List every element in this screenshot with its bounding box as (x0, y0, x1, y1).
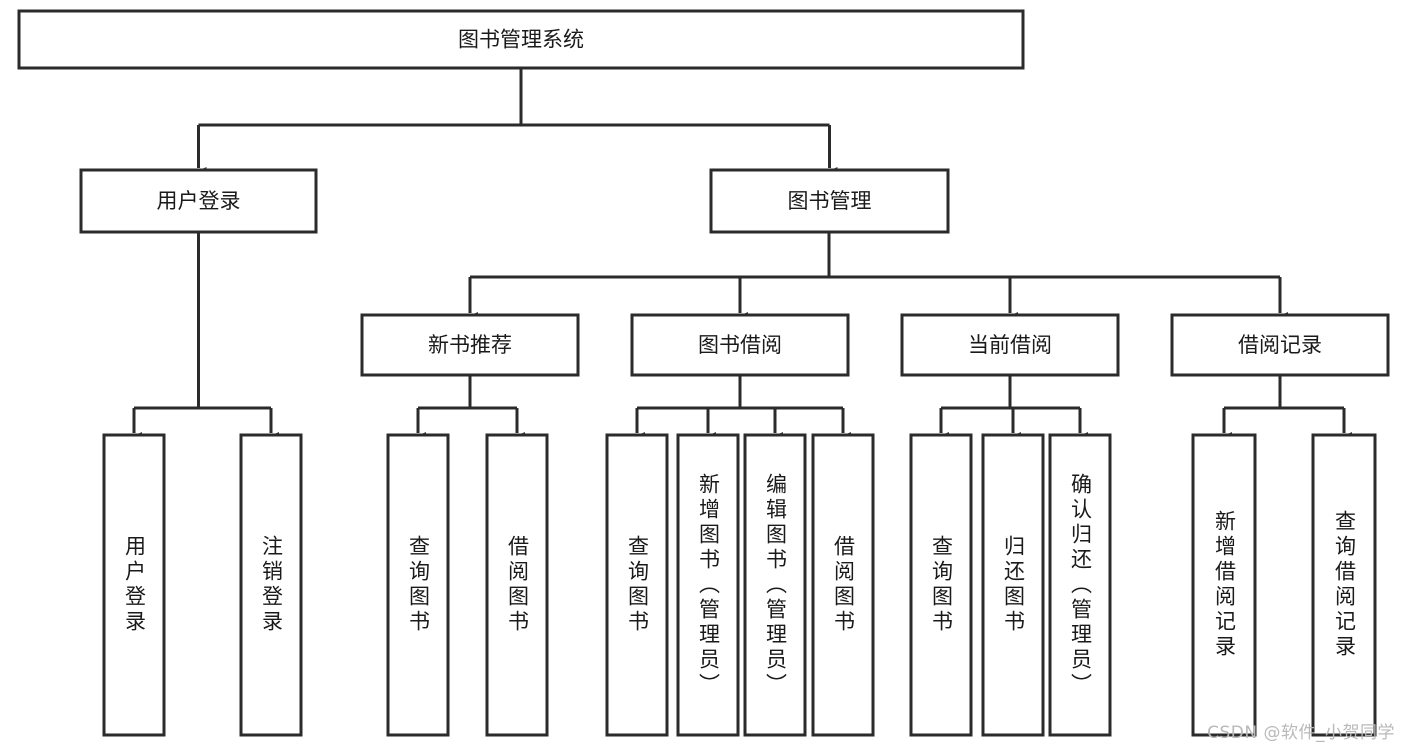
leaf-new-book-1-label-wrap: 借阅图书 (505, 535, 530, 635)
leaf-borrow-record-1-label-wrap: 查询借阅记录 (1332, 510, 1357, 660)
leaf-borrow-book-3-box (811, 433, 875, 737)
leaf-current-borrow-1-label-wrap: 归还图书 (1001, 535, 1026, 635)
leaf-current-borrow-0-label-wrap: 查询图书 (929, 535, 954, 635)
leaf-user-login-0-label: 用户登录 (122, 535, 147, 635)
leaf-borrow-record-0-label-wrap: 新增借阅记录 (1212, 510, 1237, 660)
node-root-box (17, 9, 1025, 70)
node-level3-3-label: 借阅记录 (1238, 333, 1322, 357)
leaf-borrow-record-0-box (1191, 433, 1257, 737)
leaf-current-borrow-2[interactable]: 确认归还（管理员） (1048, 433, 1112, 737)
node-level3-0-label: 新书推荐 (428, 333, 512, 357)
leaf-user-login-0-box (102, 433, 166, 737)
leaf-borrow-book-0-box (605, 433, 669, 737)
leaf-borrow-book-1-label-wrap: 新增图书（管理员） (696, 472, 721, 698)
leaf-new-book-1[interactable]: 借阅图书 (485, 433, 549, 737)
leaf-user-login-1-box (239, 433, 303, 737)
leaf-borrow-book-2-label-wrap: 编辑图书（管理员） (763, 472, 788, 698)
leaf-user-login-1[interactable]: 注销登录 (239, 433, 303, 737)
node-level2-1-box (709, 168, 950, 234)
leaf-current-borrow-2-box (1048, 433, 1112, 737)
leaf-borrow-book-1-box (676, 433, 740, 737)
leaf-borrow-record-1-box (1311, 433, 1377, 737)
leaf-borrow-book-2-label: 编辑图书（管理员） (763, 472, 788, 698)
node-level3-2[interactable]: 当前借阅 (900, 313, 1120, 377)
leaf-user-login-0[interactable]: 用户登录 (102, 433, 166, 737)
leaf-borrow-record-1[interactable]: 查询借阅记录 (1311, 433, 1377, 737)
leaf-user-login-1-label-wrap: 注销登录 (259, 535, 284, 635)
leaf-borrow-record-0-label: 新增借阅记录 (1212, 510, 1237, 660)
leaf-user-login-1-label: 注销登录 (259, 535, 284, 635)
leaf-current-borrow-2-label-wrap: 确认归还（管理员） (1068, 472, 1093, 698)
leaf-borrow-book-2-box (743, 433, 807, 737)
leaf-borrow-book-0-label-wrap: 查询图书 (625, 535, 650, 635)
leaf-current-borrow-0[interactable]: 查询图书 (909, 433, 973, 737)
node-level3-0[interactable]: 新书推荐 (360, 313, 580, 377)
node-level3-3[interactable]: 借阅记录 (1170, 313, 1390, 377)
leaf-borrow-book-3-label-wrap: 借阅图书 (831, 535, 856, 635)
node-level3-1-box (630, 313, 850, 377)
leaf-borrow-book-0-label: 查询图书 (625, 535, 650, 635)
node-level2-0-box (79, 168, 318, 234)
leaf-current-borrow-1-box (981, 433, 1045, 737)
leaf-borrow-book-1[interactable]: 新增图书（管理员） (676, 433, 740, 737)
leaf-new-book-0[interactable]: 查询图书 (386, 433, 450, 737)
node-level2-0-label: 用户登录 (157, 189, 241, 213)
node-root-label: 图书管理系统 (458, 28, 584, 52)
leaf-borrow-book-3-label: 借阅图书 (831, 535, 856, 635)
node-level3-2-label: 当前借阅 (968, 333, 1052, 357)
leaf-current-borrow-0-label: 查询图书 (929, 535, 954, 635)
leaf-borrow-book-0[interactable]: 查询图书 (605, 433, 669, 737)
leaf-new-book-1-label: 借阅图书 (505, 535, 530, 635)
node-level2-0[interactable]: 用户登录 (79, 168, 318, 234)
node-layer: 图书管理系统用户登录图书管理新书推荐图书借阅当前借阅借阅记录用户登录注销登录查询… (17, 9, 1390, 737)
leaf-borrow-book-2[interactable]: 编辑图书（管理员） (743, 433, 807, 737)
leaf-new-book-0-box (386, 433, 450, 737)
leaf-new-book-0-label-wrap: 查询图书 (406, 535, 431, 635)
node-level3-0-box (360, 313, 580, 377)
node-level3-1-label: 图书借阅 (698, 333, 782, 357)
leaf-new-book-0-label: 查询图书 (406, 535, 431, 635)
leaf-borrow-book-3[interactable]: 借阅图书 (811, 433, 875, 737)
connector-layer (126, 68, 1352, 446)
leaf-current-borrow-2-label: 确认归还（管理员） (1068, 472, 1093, 698)
node-level2-1-label: 图书管理 (788, 189, 872, 213)
node-level2-1[interactable]: 图书管理 (709, 168, 950, 234)
leaf-borrow-record-0[interactable]: 新增借阅记录 (1191, 433, 1257, 737)
leaf-current-borrow-1[interactable]: 归还图书 (981, 433, 1045, 737)
leaf-user-login-0-label-wrap: 用户登录 (122, 535, 147, 635)
node-level3-1[interactable]: 图书借阅 (630, 313, 850, 377)
leaf-borrow-record-1-label: 查询借阅记录 (1332, 510, 1357, 660)
leaf-current-borrow-1-label: 归还图书 (1001, 535, 1026, 635)
leaf-current-borrow-0-box (909, 433, 973, 737)
node-level3-2-box (900, 313, 1120, 377)
leaf-borrow-book-1-label: 新增图书（管理员） (696, 472, 721, 698)
node-root[interactable]: 图书管理系统 (17, 9, 1025, 70)
node-level3-3-box (1170, 313, 1390, 377)
leaf-new-book-1-box (485, 433, 549, 737)
